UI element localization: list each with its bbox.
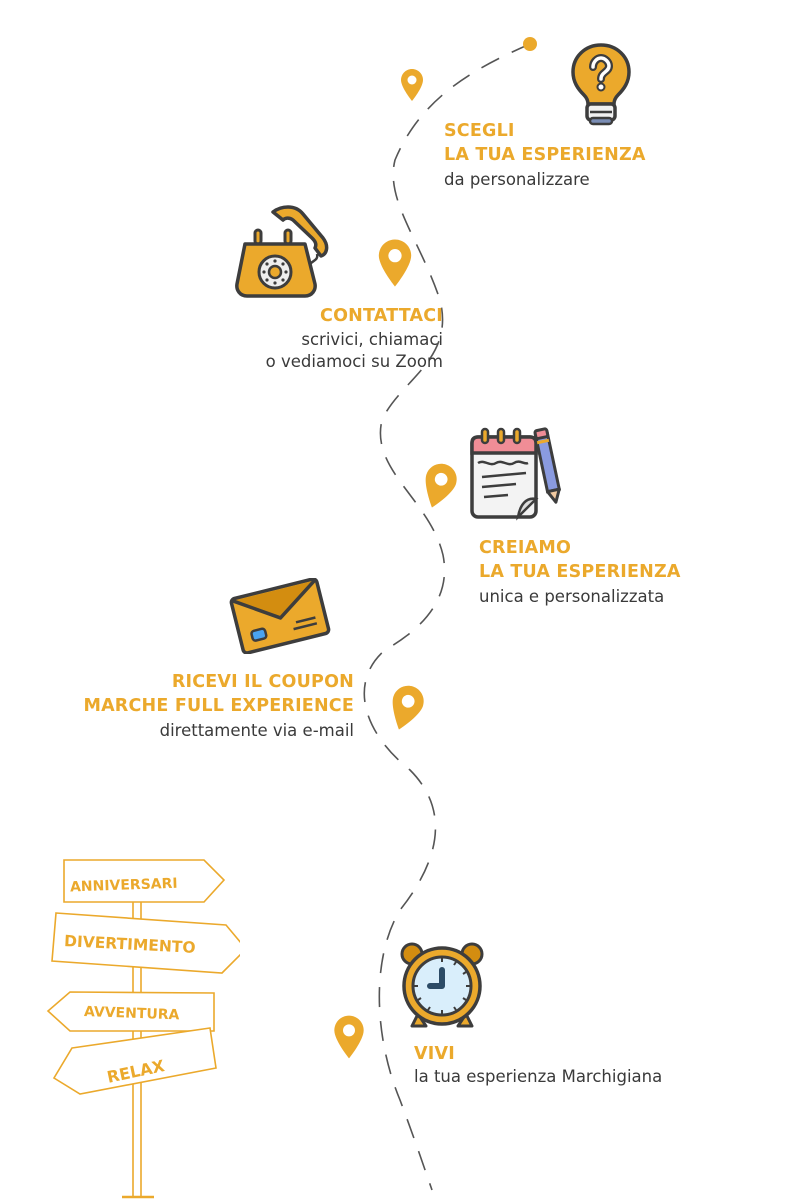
route-line (363, 43, 531, 1191)
envelope-icon (229, 578, 331, 654)
step-4-subtitle: direttamente via e-mail (159, 721, 354, 740)
step-1-subtitle: da personalizzare (444, 170, 590, 189)
map-pin-icon (401, 69, 423, 101)
step-3-title: CREIAMO LA TUA ESPERIENZA (479, 538, 681, 583)
telephone-icon (235, 205, 329, 298)
sign-anniversari: ANNIVERSARI (70, 876, 178, 896)
map-pin-icon (392, 685, 424, 730)
alarm-clock-icon (400, 942, 484, 1028)
title-line: RICEVI IL COUPON (171, 672, 354, 692)
step-5-subtitle: la tua esperienza Marchigiana (414, 1067, 663, 1086)
map-pin-icon (334, 1015, 364, 1059)
step-2-title: CONTATTACI (320, 306, 443, 326)
notepad-pencil-icon (470, 427, 562, 521)
title-line: CREIAMO (479, 538, 572, 558)
step-3-subtitle: unica e personalizzata (479, 587, 665, 606)
subtitle-line: scrivici, chiamaci (301, 330, 443, 349)
step-2-subtitle: scrivici, chiamaci o vediamoci su Zoom (266, 329, 443, 373)
step-1-title: SCEGLI LA TUA ESPERIENZA (444, 121, 646, 166)
step-5-title: VIVI (414, 1044, 455, 1064)
subtitle-line: o vediamoci su Zoom (265, 352, 443, 371)
map-pin-icon (378, 239, 412, 287)
title-line: LA TUA ESPERIENZA (444, 145, 646, 165)
step-4-title: RICEVI IL COUPON MARCHE FULL EXPERIENCE (83, 672, 354, 717)
signpost-illustration: ANNIVERSARI DIVERTIMENTO AVVENTURA RELAX (46, 859, 240, 1199)
sign-avventura: AVVENTURA (84, 1004, 180, 1023)
title-line: MARCHE FULL EXPERIENCE (83, 696, 354, 716)
map-pin-icon (425, 463, 457, 508)
title-line: SCEGLI (444, 121, 515, 141)
title-line: LA TUA ESPERIENZA (479, 562, 681, 582)
lightbulb-question-icon (571, 43, 631, 126)
route-start-dot (523, 37, 537, 51)
